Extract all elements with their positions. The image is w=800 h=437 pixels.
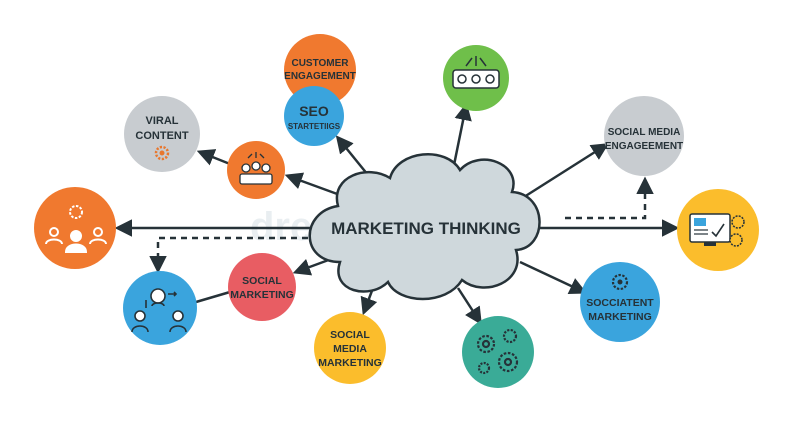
node-social-media-marketing: SOCIAL MEDIA MARKETING [314, 312, 386, 384]
network-people-icon [452, 56, 500, 89]
gear-icon [729, 233, 743, 247]
node-socciatent-marketing: SOCCIATENT MARKETING [580, 262, 660, 342]
arrow-to-socciatent-marketing [519, 260, 588, 294]
dashed-arrow-to-social-media-engagement [565, 176, 654, 220]
gears-icon [476, 328, 519, 375]
people-exchange-icon [131, 288, 187, 333]
node-gears [462, 316, 534, 388]
seo-label-1: SEO [299, 103, 329, 119]
node-people [123, 271, 197, 345]
node-social-media-engagement: SOCIAL MEDIA ENGAGEEMENT [604, 96, 684, 176]
social-media-marketing-label-3: MARKETING [318, 357, 382, 369]
social-marketing-label-2: MARKETING [230, 289, 294, 301]
node-seo: SEO STARTETIIGS [284, 86, 344, 146]
node-social-marketing: SOCIAL MARKETING [228, 253, 296, 321]
monitor-analytics-icon [689, 213, 745, 247]
customer-engagement-label-1: CUSTOMER [291, 58, 349, 69]
socciatent-marketing-label-2: MARKETING [588, 311, 652, 323]
social-media-engagement-label-1: SOCIAL MEDIA [608, 127, 681, 138]
arrow-to-audience-circle [284, 172, 341, 197]
node-customer-engagement: CUSTOMER ENGAGEMENT [284, 34, 356, 106]
arrow-to-network-circle [452, 102, 472, 166]
node-analytics [677, 189, 759, 271]
gear-icon [154, 145, 170, 161]
node-audience [227, 141, 285, 199]
team-network-icon [45, 205, 107, 253]
viral-content-label-2: CONTENT [135, 130, 188, 142]
arrow-to-seo [335, 135, 369, 176]
node-network [443, 45, 509, 111]
center-cloud: MARKETING THINKING [308, 153, 541, 301]
customer-engagement-label-2: ENGAGEMENT [284, 71, 356, 82]
node-team [34, 187, 116, 269]
arrow-to-gears-circle [456, 287, 482, 325]
dashed-arrow-to-people-circle [149, 236, 330, 274]
gear-icon [731, 215, 745, 229]
social-media-engagement-label-2: ENGAGEEMENT [605, 141, 683, 152]
viral-content-label-1: VIRAL [146, 115, 179, 127]
center-title: MARKETING THINKING [331, 219, 521, 238]
gear-icon [611, 273, 629, 291]
social-marketing-label-1: SOCIAL [242, 275, 282, 287]
arrow-to-social-media-engagement [523, 143, 609, 199]
socciatent-marketing-label-1: SOCCIATENT [586, 297, 654, 309]
social-media-marketing-label-1: SOCIAL [330, 329, 370, 341]
social-media-marketing-label-2: MEDIA [333, 343, 367, 355]
audience-group-icon [239, 152, 273, 185]
link-social-marketing-to-people [195, 290, 231, 304]
seo-label-2: STARTETIIGS [288, 122, 341, 131]
node-viral-content: VIRAL CONTENT [124, 96, 200, 172]
